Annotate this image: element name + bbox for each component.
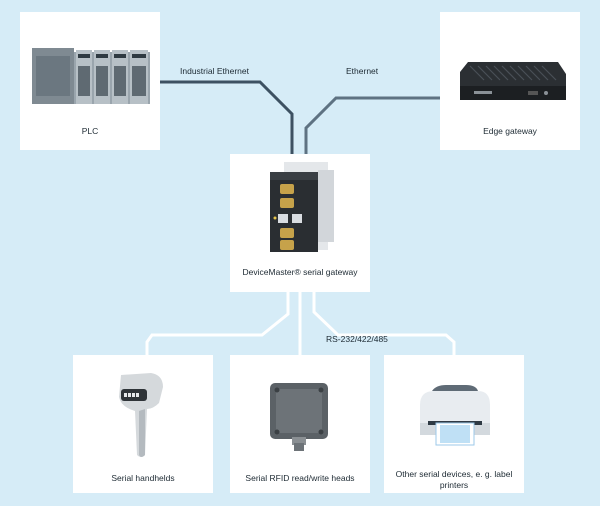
label-printer-image (420, 385, 490, 446)
handheld-image (119, 373, 163, 457)
edge-gateway-card: Edge gateway (440, 12, 580, 150)
rfid-label: Serial RFID read/write heads (245, 473, 355, 483)
printer-card: Other serial devices, e. g. label printe… (384, 355, 524, 493)
plc-card: PLC (20, 12, 160, 150)
plc-label: PLC (81, 126, 99, 136)
devicemaster-card: DeviceMaster® serial gateway (230, 154, 370, 292)
ethernet-line (304, 96, 440, 154)
devicemaster-label: DeviceMaster® serial gateway (242, 267, 358, 277)
serial-line-right (312, 292, 456, 355)
handheld-label: Serial handhelds (111, 473, 175, 483)
edge-gateway-label: Edge gateway (483, 126, 537, 136)
industrial-ethernet-label: Industrial Ethernet (180, 66, 249, 76)
printer-label: Other serial devices, e. g. label printe… (395, 469, 513, 490)
ethernet-label: Ethernet (346, 66, 379, 76)
industrial-ethernet-line (160, 80, 294, 154)
rfid-image (270, 383, 328, 451)
handheld-card: Serial handhelds (73, 355, 213, 493)
serial-line-left (145, 292, 290, 355)
edge-gateway-image (460, 62, 566, 100)
plc-image (32, 48, 150, 104)
rfid-card: Serial RFID read/write heads (230, 355, 370, 493)
devicemaster-image (270, 162, 334, 252)
serial-protocol-label: RS-232/422/485 (326, 334, 388, 344)
